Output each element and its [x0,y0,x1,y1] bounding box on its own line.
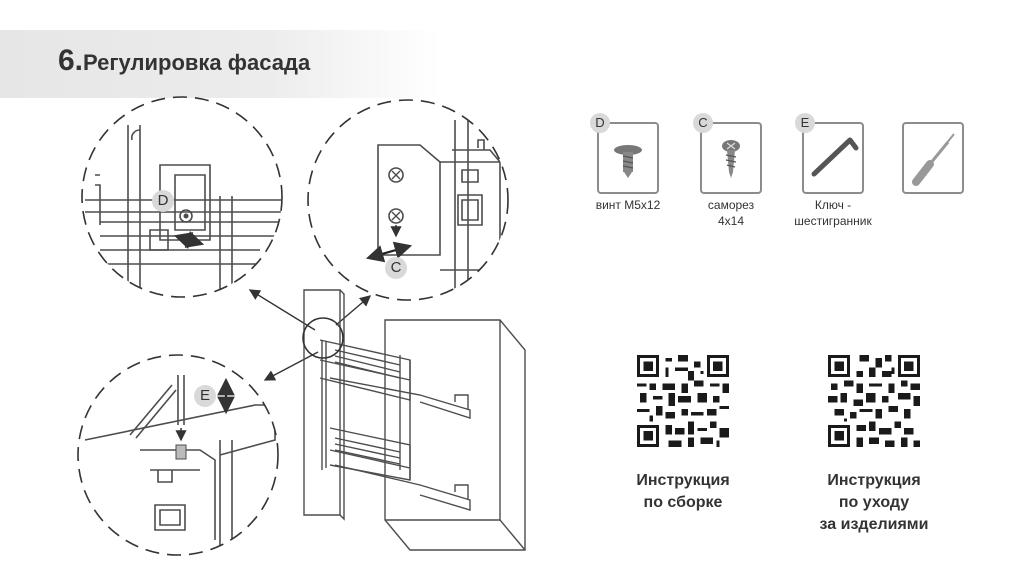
detail-circle-e [77,354,279,556]
step-title: Регулировка фасада [83,50,311,75]
fitting-label-line: 4x14 [717,214,745,228]
screw-m5-icon [614,145,642,178]
detail-circle-c [307,99,509,301]
fitting-badge: C [693,113,713,133]
callout-e: E [194,385,216,407]
qr-caption-assembly: Инструкция по сборке [593,470,773,514]
cabinet-drawing [303,289,526,551]
qr-code-care[interactable] [828,355,920,447]
callout-c: C [385,257,407,279]
qr-caption-line: по уходу [838,494,910,511]
fitting-card-hex-key: E [795,113,864,194]
zoom-circle [302,317,344,359]
fitting-card-screwdriver [902,122,964,194]
qr-caption-line: по сборке [643,494,723,511]
leader-arrow-c [335,295,372,326]
fitting-badge: E [795,113,815,133]
detail-circle-d [81,96,283,298]
fitting-label-line: шестигранник [794,214,872,228]
callout-d: D [152,190,174,212]
fitting-badge: D [590,113,610,133]
screwdriver-icon [912,133,955,186]
self-tapping-screw-icon [722,140,740,178]
header-band [0,30,440,98]
qr-caption-line: Инструкция [827,472,921,489]
fitting-label-line: саморез [707,198,755,212]
fitting-label-line: Ключ - [814,198,852,212]
qr-caption-line: за изделиями [819,516,929,533]
fitting-label-line: винт M5x12 [595,198,661,212]
qr-caption-line: Инструкция [636,472,730,489]
leader-arrow-e [263,351,319,381]
fitting-label-screw: винт M5x12 [573,197,683,213]
fitting-card-self-tapping: C [693,113,762,194]
step-number: 6. [58,44,84,77]
fitting-card-screw: D [590,113,659,194]
hex-key-icon [811,137,859,177]
qr-code-assembly[interactable] [637,355,729,447]
leader-arrow-d [248,289,316,331]
fitting-label-self-tapping: саморез 4x14 [676,197,786,229]
qr-caption-care: Инструкция по уходу за изделиями [784,470,964,536]
fitting-label-hex-key: Ключ - шестигранник [778,197,888,229]
page-title: 6. Регулировка фасада [58,44,310,84]
